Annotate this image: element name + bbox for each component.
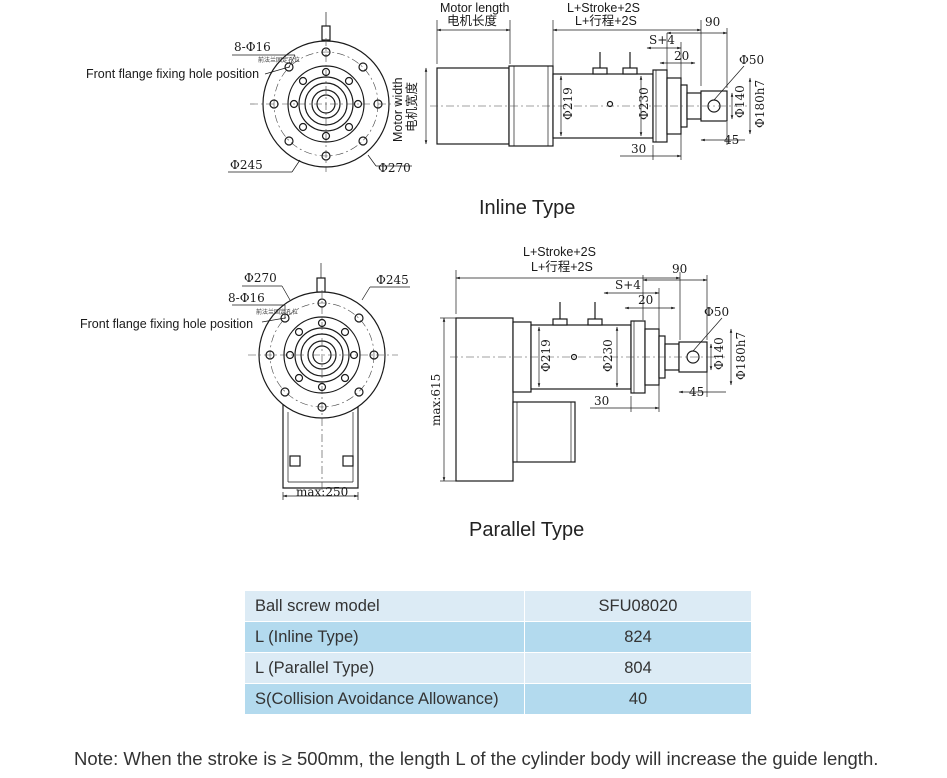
parallel-max615: max:615 — [429, 374, 443, 426]
parallel-front-flange-label: Front flange fixing hole position — [80, 317, 253, 331]
inline-motor-width-cn: 电机宽度 — [404, 81, 419, 132]
parallel-flange-view — [232, 263, 410, 500]
inline-motor-length-cn: 电机长度 — [447, 13, 498, 28]
table-key: Ball screw model — [244, 590, 525, 622]
inline-n30: 30 — [631, 142, 646, 156]
parallel-d245: Φ245 — [376, 273, 409, 287]
parallel-holes-label: 8-Φ16 — [228, 291, 265, 305]
inline-holes-label: 8-Φ16 — [234, 40, 271, 54]
inline-d180: Φ180h7 — [753, 80, 767, 128]
inline-n90: 90 — [705, 15, 720, 29]
table-key: S(Collision Avoidance Allowance) — [244, 683, 525, 715]
inline-flange-view — [228, 12, 412, 173]
parallel-d219: Φ219 — [539, 339, 553, 372]
inline-n20: 20 — [674, 49, 689, 63]
table-key: L (Inline Type) — [244, 621, 525, 653]
table-value: 824 — [524, 621, 752, 653]
parallel-d270: Φ270 — [244, 271, 277, 285]
table-row: Ball screw model SFU08020 — [244, 590, 752, 622]
spec-table: Ball screw model SFU08020 L (Inline Type… — [244, 590, 752, 715]
inline-d230: Φ230 — [637, 87, 651, 120]
parallel-flange-cn: 前法兰固定孔位 — [256, 308, 298, 316]
parallel-n20: 20 — [638, 293, 653, 307]
parallel-stroke-cn: L+行程+2S — [531, 259, 593, 274]
table-value: 804 — [524, 652, 752, 684]
parallel-n30: 30 — [594, 394, 609, 408]
inline-type-title: Inline Type — [479, 197, 576, 219]
inline-d219: Φ219 — [561, 87, 575, 120]
parallel-s4: S+4 — [615, 278, 641, 292]
inline-d245: Φ245 — [230, 158, 263, 172]
inline-stroke-label: L+Stroke+2S — [567, 1, 640, 15]
parallel-d50: Φ50 — [704, 305, 729, 319]
inline-d270: Φ270 — [378, 161, 411, 175]
table-row: L (Inline Type) 824 — [244, 621, 752, 653]
inline-d140: Φ140 — [733, 85, 747, 118]
inline-side-view — [424, 20, 752, 160]
parallel-side-view — [440, 270, 733, 482]
inline-motor-length: Motor length — [440, 1, 510, 15]
table-key: L (Parallel Type) — [244, 652, 525, 684]
parallel-max250: max:250 — [296, 485, 348, 499]
parallel-type-title: Parallel Type — [469, 519, 585, 541]
inline-motor-width: Motor width — [391, 77, 405, 142]
stroke-note: Note: When the stroke is ≥ 500mm, the le… — [74, 748, 879, 769]
parallel-n90: 90 — [672, 262, 687, 276]
parallel-d180: Φ180h7 — [734, 332, 748, 380]
inline-stroke-cn: L+行程+2S — [575, 13, 637, 28]
parallel-stroke-label: L+Stroke+2S — [523, 245, 596, 259]
inline-s4: S+4 — [649, 33, 675, 47]
inline-front-flange-label: Front flange fixing hole position — [86, 67, 259, 81]
parallel-d140: Φ140 — [712, 337, 726, 370]
parallel-n45: 45 — [689, 385, 704, 399]
table-row: S(Collision Avoidance Allowance) 40 — [244, 683, 752, 715]
table-row: L (Parallel Type) 804 — [244, 652, 752, 684]
inline-d50: Φ50 — [739, 53, 764, 67]
parallel-d230: Φ230 — [601, 339, 615, 372]
table-value: SFU08020 — [524, 590, 752, 622]
inline-n45: 45 — [724, 133, 739, 147]
table-value: 40 — [524, 683, 752, 715]
inline-flange-cn: 前法兰固定孔位 — [258, 56, 300, 64]
